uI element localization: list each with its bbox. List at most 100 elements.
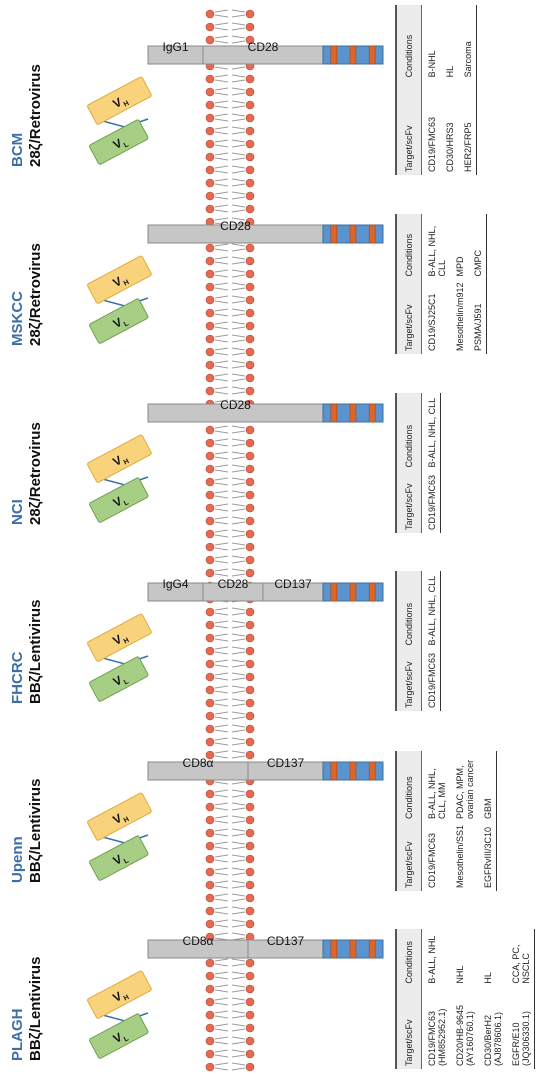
lipid-tail [231,503,246,507]
lipid-tail [231,113,246,117]
lipid-tail [214,399,229,403]
lipid-head [245,464,255,474]
column-header: Conditions [396,929,422,987]
itam-motif [330,403,338,423]
table-row: CD20/HB-9645 (AY160760.1)NHL [450,929,478,1069]
lipid-head [205,659,215,669]
lipid-tail [214,274,229,278]
lipid-tail [231,880,246,884]
domain-label-group: CD28 [220,219,251,233]
vh-box [87,434,152,483]
lipid-tail [231,178,246,182]
lipid-head [245,867,255,877]
lipid-tail [231,261,246,265]
domain-label-group: CD8α [183,934,214,948]
lipid-tail [214,66,229,70]
conditions-cell: CCA, PC, NSCLC [511,944,531,984]
vh-box [87,255,152,304]
column-header: Target/scFv [396,648,422,711]
lipid-tail [231,196,246,200]
itam-motif [368,761,376,781]
lipid-head [205,633,215,643]
conditions-cell: B-ALL, NHL [427,935,437,984]
lipid-head [245,737,255,747]
lipid-head [205,737,215,747]
lipid-head [205,100,215,110]
lipid-head [205,386,215,396]
lipid-tail [214,932,229,936]
lipid-tail [231,22,246,26]
lipid-tail [231,638,246,642]
lipid-tail [231,339,246,343]
lipid-tail [231,633,246,637]
lipid-head [245,373,255,383]
lipid-tail [214,326,229,330]
lipid-tail [214,152,229,156]
lipid-tail [231,911,246,915]
lipid-head [205,282,215,292]
lipid-head [245,997,255,1007]
lipid-head [205,646,215,656]
lipid-head [245,555,255,565]
lipid-tail [214,74,229,78]
lipid-tail [231,755,246,759]
lipid-head [205,620,215,630]
lipid-tail [231,677,246,681]
lipid-tail [231,919,246,923]
lipid-tail [231,924,246,928]
lipid-tail [231,646,246,650]
lipid-tail [214,560,229,564]
column-header: Conditions [396,393,422,471]
target-cell: EGFRvIII/3C10 [483,826,493,888]
conditions-cell: PDAC, MPM, ovarian cancer [455,759,475,819]
column-header: Target/scFv [396,279,422,354]
lipid-tail [214,620,229,624]
lipid-tail [214,859,229,863]
lipid-tail [214,854,229,858]
lipid-tail [214,919,229,923]
lipid-tail [231,963,246,967]
lipid-head [205,308,215,318]
vl-domain: VL [89,119,149,165]
conditions-cell: B-NHL [427,50,437,78]
lipid-tail [231,885,246,889]
vh-box [87,613,152,662]
domain-label-group: IgG4 [162,577,188,591]
lipid-head [245,334,255,344]
lipid-head [205,568,215,578]
lipid-head [205,555,215,565]
lipid-tail [214,1049,229,1053]
lipid-head [205,334,215,344]
lipid-tail [231,516,246,520]
lipid-head [245,880,255,890]
lipid-tail [231,659,246,663]
lipid-tail [231,217,246,221]
construct-title: BBζ/Lentivirus [27,779,44,883]
target-cell: CD19/FMC63 [427,116,437,172]
lipid-tail [214,92,229,96]
lipid-tail [231,664,246,668]
lipid-tail [214,755,229,759]
domain-label-group: CD137 [267,934,305,948]
lipid-tail [231,9,246,13]
domain-label: IgG4 [162,577,188,591]
lipid-head [245,711,255,721]
lipid-head [205,204,215,214]
itam-motif [330,761,338,781]
lipid-tail [231,295,246,299]
conditions-cell: B-ALL, NHL, CLL [427,225,447,277]
column-header: Target/scFv [396,821,422,891]
lipid-tail [214,9,229,13]
lipid-tail [231,365,246,369]
lipid-head [245,321,255,331]
domain-label: CD28 [220,398,251,412]
domain-label: CD137 [267,756,305,770]
